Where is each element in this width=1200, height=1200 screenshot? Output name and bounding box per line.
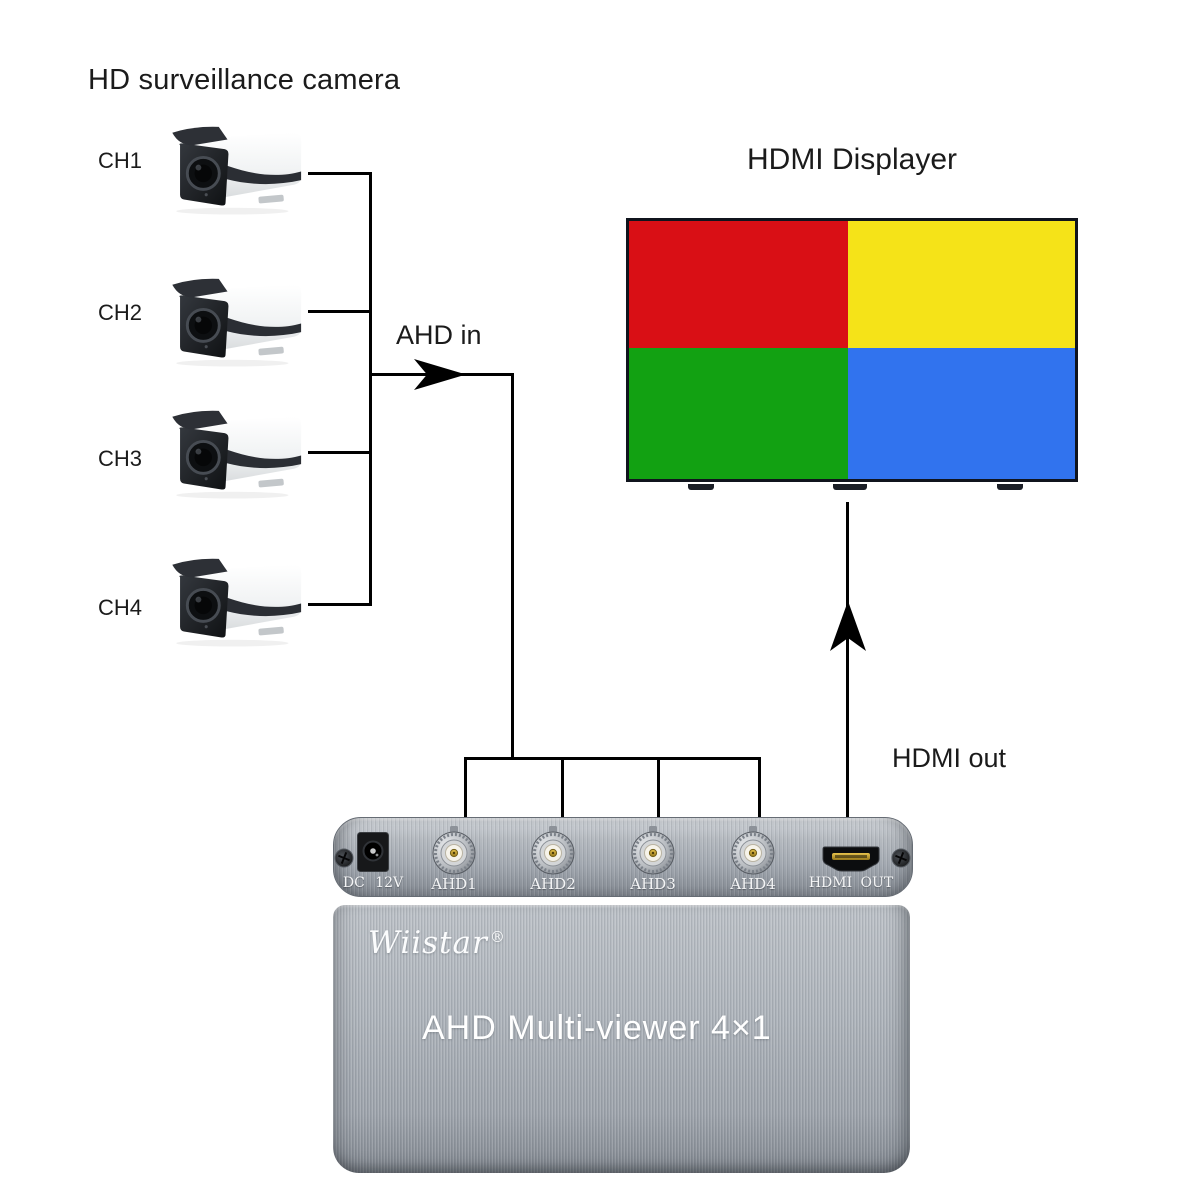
quadrant-bottom-left: [629, 348, 848, 479]
port-label-ahd1: AHD1: [431, 875, 477, 893]
hdmi-port: [822, 846, 880, 872]
ahd-branch-line: [464, 757, 761, 760]
dc-power-jack: [357, 832, 389, 872]
device-rear-panel: DC 12V AHD1 AHD2: [333, 817, 913, 897]
port-label-ahd3: AHD3: [630, 875, 676, 893]
bnc-connector-ahd3: [631, 826, 675, 875]
camera-icon-ch1: [172, 126, 302, 215]
camera-icon-ch4: [172, 558, 302, 647]
camera-bus-line: [369, 172, 372, 606]
bnc-connector-ahd1: [432, 826, 476, 875]
ahd3-drop-line: [657, 757, 660, 818]
display-foot: [833, 484, 867, 490]
quadrant-top-left: [629, 221, 848, 348]
camera-icon-ch2: [172, 278, 302, 367]
screw-icon: [891, 848, 911, 868]
camera-icon-ch3: [172, 410, 302, 499]
ahd-in-label: AHD in: [396, 320, 482, 350]
model-name: AHD Multi-viewer 4×1: [422, 1009, 772, 1047]
display-title: HDMI Displayer: [746, 143, 958, 176]
ahd1-drop-line: [464, 757, 467, 818]
device-body: Wiistar® AHD Multi-viewer 4×1: [333, 905, 910, 1173]
hdmi-display-screen: [626, 218, 1078, 482]
page-title: HD surveillance camera: [88, 64, 401, 96]
arrow-up-icon: [830, 601, 866, 651]
camera-label-ch3: CH3: [98, 446, 143, 471]
port-label-ahd4: AHD4: [730, 875, 776, 893]
camera2-wire: [308, 310, 372, 313]
quadrant-bottom-right: [848, 348, 1075, 479]
camera3-wire: [308, 451, 372, 454]
camera-label-ch4: CH4: [98, 595, 143, 620]
port-label-hdmi: HDMI OUT: [808, 875, 894, 891]
bnc-connector-ahd4: [731, 826, 775, 875]
arrow-right-icon: [414, 359, 466, 390]
hdmi-out-label: HDMI out: [892, 743, 1007, 773]
camera-label-ch1: CH1: [98, 148, 143, 173]
camera-label-ch2: CH2: [98, 300, 143, 325]
brand-logo: Wiistar®: [368, 925, 506, 961]
port-label-ahd2: AHD2: [530, 875, 576, 893]
ahd4-drop-line: [758, 757, 761, 818]
camera4-wire: [308, 603, 372, 606]
bnc-connector-ahd2: [531, 826, 575, 875]
hdmi-out-line: [846, 502, 849, 818]
brand-name: Wiistar: [368, 925, 488, 961]
registered-trademark-icon: ®: [489, 927, 506, 946]
display-foot: [997, 484, 1023, 490]
ahd2-drop-line: [561, 757, 564, 818]
port-label-dc: DC 12V: [342, 875, 404, 891]
ahd-in-drop-line: [511, 373, 514, 760]
screw-icon: [334, 848, 354, 868]
display-foot: [688, 484, 714, 490]
quadrant-top-right: [848, 221, 1075, 348]
camera1-wire: [308, 172, 372, 175]
